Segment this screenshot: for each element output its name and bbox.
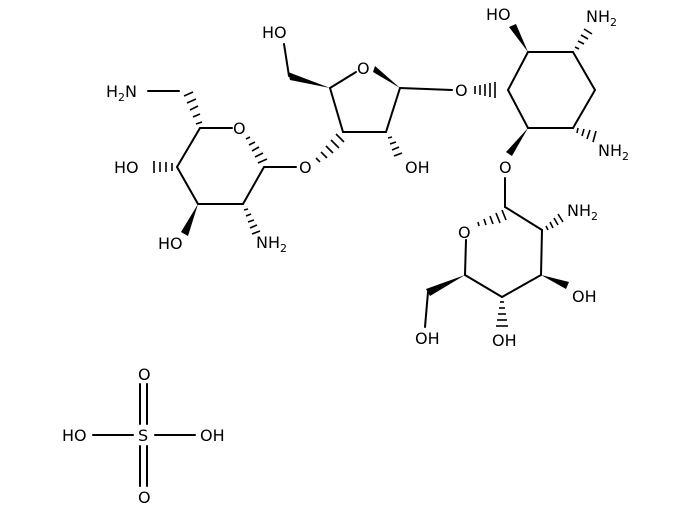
hash-bond-o-c1-ring4 — [477, 209, 507, 227]
hash-bond-nh2-bottom — [576, 127, 597, 143]
hash-bond-o-c1 — [245, 136, 268, 164]
ring4-pyranose: O NH2​ OH OH OH — [415, 201, 598, 350]
label-nh2-top: NH2​ — [586, 7, 617, 29]
label-o-link-2-3: O — [455, 81, 468, 100]
label-oh-ring2: OH — [405, 158, 430, 177]
label-nh2-bottom: NH2​ — [598, 141, 629, 163]
ring1-pyranose: H2​N O HO HO NH2​ — [106, 82, 297, 255]
hash-bond-c5-ch2 — [183, 91, 203, 125]
hash-bond-c2-nh2 — [243, 208, 261, 235]
label-sulfate-s: S — [138, 426, 148, 445]
label-sulfate-o-bottom: O — [138, 488, 151, 507]
wedge-bond-ho — [509, 24, 528, 52]
label-oh-c4-ring4: OH — [492, 331, 517, 350]
hash-bond-c4-oh-ring4 — [496, 301, 508, 327]
label-oh-ch2-ring4: OH — [415, 329, 440, 348]
label-o-link-3-4: O — [499, 158, 512, 177]
label-h2n: H2​N — [106, 82, 137, 104]
label-ho-ch2: HO — [262, 23, 287, 42]
wedge-bond-c3-oh-ring4 — [541, 275, 569, 289]
wedge-bond-c3-oh — [181, 204, 198, 236]
wedge-bond-c5-ch2 — [426, 275, 465, 296]
label-o-ring1: O — [233, 119, 246, 138]
label-nh2-c2: NH2​ — [256, 233, 287, 255]
label-o-link-1-2: O — [299, 158, 312, 177]
wedge-bond-c4-ch2 — [288, 72, 330, 88]
label-sulfate-ho: HO — [62, 426, 87, 445]
label-ho-c3: HO — [158, 234, 183, 253]
label-ho-c4: HO — [114, 158, 139, 177]
ring2-furanose: HO O OH — [262, 23, 453, 177]
label-nh2-ring4: NH2​ — [567, 201, 598, 223]
label-oh-c3-ring4: OH — [572, 287, 597, 306]
label-ho-ring3: HO — [486, 5, 511, 24]
label-sulfate-oh: OH — [200, 426, 225, 445]
wedge-bond-o-ring4 — [506, 128, 528, 156]
ring3-deoxystreptamine: HO NH2​ NH2​ — [486, 5, 629, 163]
hash-bond-c4-oh — [153, 161, 173, 173]
hash-bond-c2-oh — [387, 136, 403, 157]
hash-bond-nh2-top — [574, 28, 593, 50]
hash-bond-o-ring2 — [315, 133, 345, 163]
label-o-ring2: O — [357, 59, 370, 78]
hash-bond-o-ring3 — [474, 82, 496, 98]
wedge-bond-o-c1 — [373, 66, 400, 88]
hash-bond-nh2-ring4 — [545, 213, 564, 231]
sulfuric-acid: HO S OH O O — [62, 365, 225, 507]
label-sulfate-o-top: O — [138, 365, 151, 384]
label-o-ring4: O — [458, 223, 471, 242]
